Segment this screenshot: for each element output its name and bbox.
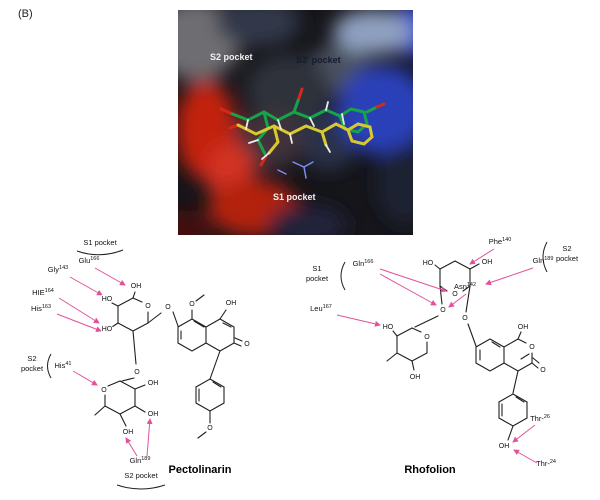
atom-label: O: [529, 344, 535, 351]
surface-s1-pocket-label: S1 pocket: [273, 192, 316, 202]
residue-label-leu167: Leu167: [310, 304, 332, 313]
pectolinarin-interaction-arrows: [56, 267, 153, 457]
surface-s3-pocket-label: S3' pocket: [296, 55, 341, 65]
residue-sticks-blue: [277, 161, 314, 179]
atom-label: HO: [102, 296, 113, 303]
atom-label: O: [145, 303, 151, 310]
atom-label: OH: [482, 259, 493, 266]
residue-label-gln189: Gln189: [533, 256, 554, 265]
atom-label: OH: [148, 411, 159, 418]
atom-label: HO: [102, 326, 113, 333]
atom-label: OH: [123, 429, 134, 436]
atom-label: O: [462, 315, 468, 322]
pectolinarin-residue-labels: Glu166 Gly143 HIE164 His163 His41 Gln189: [31, 256, 150, 465]
rhofolion-residue-labels: Phe140 Gln189 Gln166 Asn142 Leu167 Thr-2…: [310, 237, 556, 468]
atom-label: HO: [383, 324, 394, 331]
residue-label-asn142: Asn142: [454, 282, 476, 291]
atom-label: OH: [518, 324, 529, 331]
pocket-label-s1: S1: [312, 264, 321, 273]
atom-label: O: [134, 369, 140, 376]
residue-label-thr24: Thr-24: [536, 459, 556, 468]
surface-render: S2 pocket S3' pocket S1 pocket: [178, 10, 413, 235]
residue-label-phe140: Phe140: [489, 237, 512, 246]
atom-label: O: [244, 341, 250, 348]
pectolinarin-caption: Pectolinarin: [169, 464, 232, 476]
rhofolion-atom-labels: HO OH O O O HO O OH OH O O OH: [382, 258, 548, 451]
atom-label: OH: [410, 374, 421, 381]
pectolinarin-bonds: [94, 291, 243, 439]
atom-label: O: [440, 307, 446, 314]
residue-label-his163: His163: [31, 304, 51, 313]
pocket-label-s2-side: S2: [27, 354, 36, 363]
atom-label: O: [165, 304, 171, 311]
rhofolion-structure: HO OH O O O HO O OH OH O O OH Phe140 Gln…: [295, 235, 595, 500]
pocket-label-s2-side2: pocket: [21, 364, 44, 373]
surface-view: S2 pocket S3' pocket S1 pocket: [178, 10, 413, 235]
atom-label: O: [424, 334, 430, 341]
residue-label-his41: His41: [55, 361, 72, 370]
residue-label-gly143: Gly143: [48, 265, 68, 274]
pocket-label-s1: S1 pocket: [83, 238, 117, 247]
residue-label-thr26: Thr-26: [530, 414, 550, 423]
atom-label: OH: [226, 300, 237, 307]
residue-label-gln166: Gln166: [353, 259, 374, 268]
atom-label: OH: [499, 443, 510, 450]
rhofolion-interaction-arrows: [336, 248, 538, 464]
surface-s2-pocket-label: S2 pocket: [210, 52, 253, 62]
pectolinarin-pocket-labels: S1 pocket S2 pocket S2 pocket: [21, 238, 159, 480]
pocket-label-s2-2: pocket: [556, 254, 579, 263]
pectolinarin-svg: OH HO HO O O O OH O O O OH OH OH O Glu16…: [21, 238, 251, 490]
atom-label: OH: [131, 283, 142, 290]
residue-label-gln189: Gln189: [130, 456, 151, 465]
rhofolion-svg: HO OH O O O HO O OH OH O O OH Phe140 Gln…: [306, 237, 579, 476]
pectolinarin-atom-labels: OH HO HO O O O OH O O O OH OH OH O: [100, 282, 251, 437]
residue-label-hie164: HIE164: [32, 288, 54, 297]
pectolinarin-pocket-arcs: [47, 249, 166, 490]
atom-label: OH: [148, 380, 159, 387]
pectolinarin-structure: OH HO HO O O O OH O O O OH OH OH O Glu16…: [15, 235, 265, 500]
atom-label: O: [540, 367, 546, 374]
atom-label: O: [101, 387, 107, 394]
atom-label: HO: [423, 260, 434, 267]
pocket-label-s2-bottom: S2 pocket: [124, 471, 158, 480]
residue-label-glu166: Glu166: [79, 256, 100, 265]
rhofolion-pocket-labels: S1 pocket S2 pocket: [306, 244, 579, 283]
atom-label: O: [452, 291, 458, 298]
pocket-label-s2: S2: [562, 244, 571, 253]
pocket-label-s1-2: pocket: [306, 274, 329, 283]
rhofolion-caption: Rhofolion: [404, 464, 456, 476]
rhofolion-pocket-arcs: [340, 241, 548, 291]
panel-label: (B): [18, 8, 33, 20]
ligand-sticks-white-hydrogens: [245, 101, 345, 160]
ligand-sticks-yellow: [236, 122, 374, 155]
atom-label: O: [189, 301, 195, 308]
atom-label: O: [207, 425, 213, 432]
